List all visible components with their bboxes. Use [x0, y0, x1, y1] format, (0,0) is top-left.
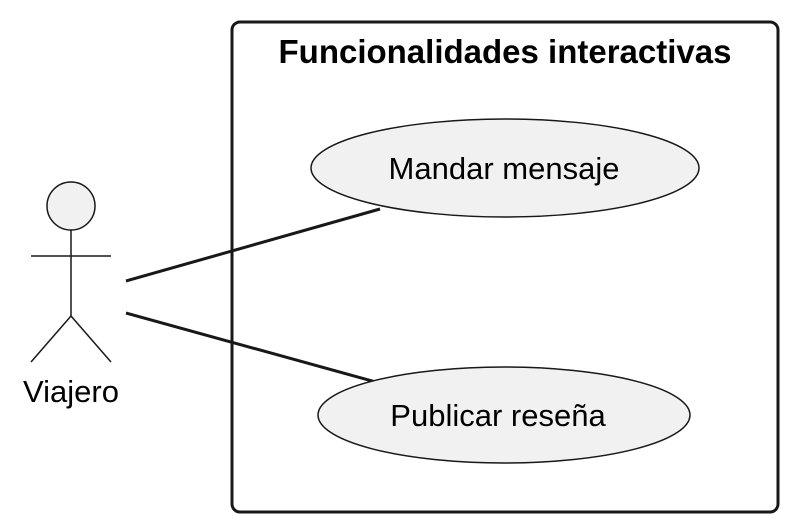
use-case-label: Mandar mensaje [389, 151, 620, 186]
actor-left-leg [30, 315, 72, 363]
actor-right-leg [70, 315, 112, 363]
association-line-mandar-mensaje [125, 207, 381, 283]
use-case-ellipse [317, 366, 691, 464]
actor-viajero: Viajero [23, 181, 119, 409]
actor-label: Viajero [23, 374, 119, 409]
association-line-publicar-resena [125, 311, 384, 386]
system-title: Funcionalidades interactivas [279, 33, 732, 70]
use-case-mandar-mensaje: Mandar mensaje [310, 118, 700, 218]
use-case-ellipse [310, 118, 700, 218]
use-case-publicar-resena: Publicar reseña [317, 366, 691, 464]
use-case-label: Publicar reseña [390, 398, 606, 433]
actor-head [46, 181, 96, 231]
